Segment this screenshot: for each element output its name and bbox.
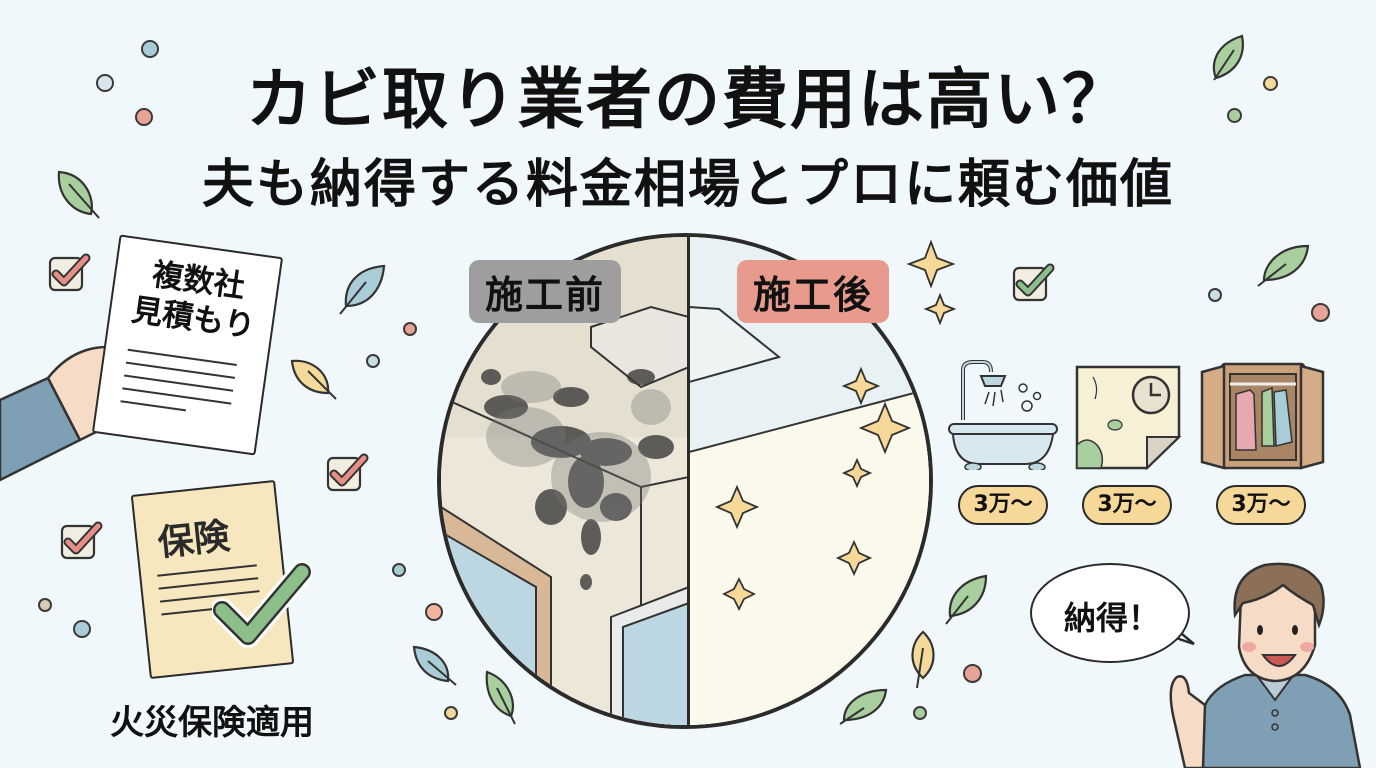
page-title: カビ取り業者の費用は高い？ — [246, 61, 1130, 138]
moldy-wallpaper-icon — [1075, 365, 1182, 470]
leaf-icon — [1257, 244, 1310, 287]
leaf-icon — [339, 264, 386, 315]
quote-document: 複数社 見積もり — [91, 234, 284, 456]
big-green-check-icon — [212, 560, 312, 648]
checkbox-check-icon — [60, 521, 103, 560]
checkbox-check-icon — [1012, 263, 1055, 302]
speech-bubble: 納得！ — [1030, 563, 1190, 663]
leaf-icon — [945, 574, 988, 625]
decor-dot — [135, 108, 153, 126]
speech-bubble-text: 納得！ — [1063, 599, 1160, 637]
closet-icon — [1200, 362, 1325, 470]
checkbox-check-icon — [326, 453, 369, 492]
decor-dot — [1263, 76, 1278, 91]
leaf-icon — [1212, 34, 1244, 81]
price-badge-closet: 3万〜 — [1216, 485, 1306, 525]
decor-dot — [73, 620, 91, 638]
price-badge-bathtub: 3万〜 — [958, 485, 1048, 525]
decor-dot — [366, 354, 380, 368]
sparkle-icon — [906, 240, 956, 326]
decor-dot — [1227, 108, 1242, 123]
comparison-divider — [687, 237, 690, 725]
checkbox-check-icon — [48, 253, 91, 292]
leaf-icon — [57, 170, 100, 219]
leaf-icon — [290, 359, 337, 400]
decor-dot — [96, 74, 114, 92]
bathtub-icon — [948, 360, 1058, 470]
document-text-lines — [119, 348, 237, 429]
after-badge: 施工後 — [737, 260, 890, 323]
decor-dot — [141, 40, 159, 58]
decor-dot — [1311, 303, 1330, 322]
satisfied-husband-illustration — [1169, 562, 1362, 768]
decor-dot — [963, 664, 982, 683]
page-subtitle: 夫も納得する料金相場とプロに頼む価値 — [201, 155, 1174, 215]
before-badge: 施工前 — [469, 260, 622, 323]
insurance-caption: 火災保険適用 — [110, 703, 314, 743]
decor-dot — [403, 322, 417, 336]
decor-dot — [392, 563, 406, 577]
decor-dot — [38, 598, 52, 612]
insurance-document-label: 保険 — [155, 516, 232, 565]
price-badge-wallpaper: 3万〜 — [1082, 485, 1172, 525]
decor-dot — [1208, 288, 1222, 302]
